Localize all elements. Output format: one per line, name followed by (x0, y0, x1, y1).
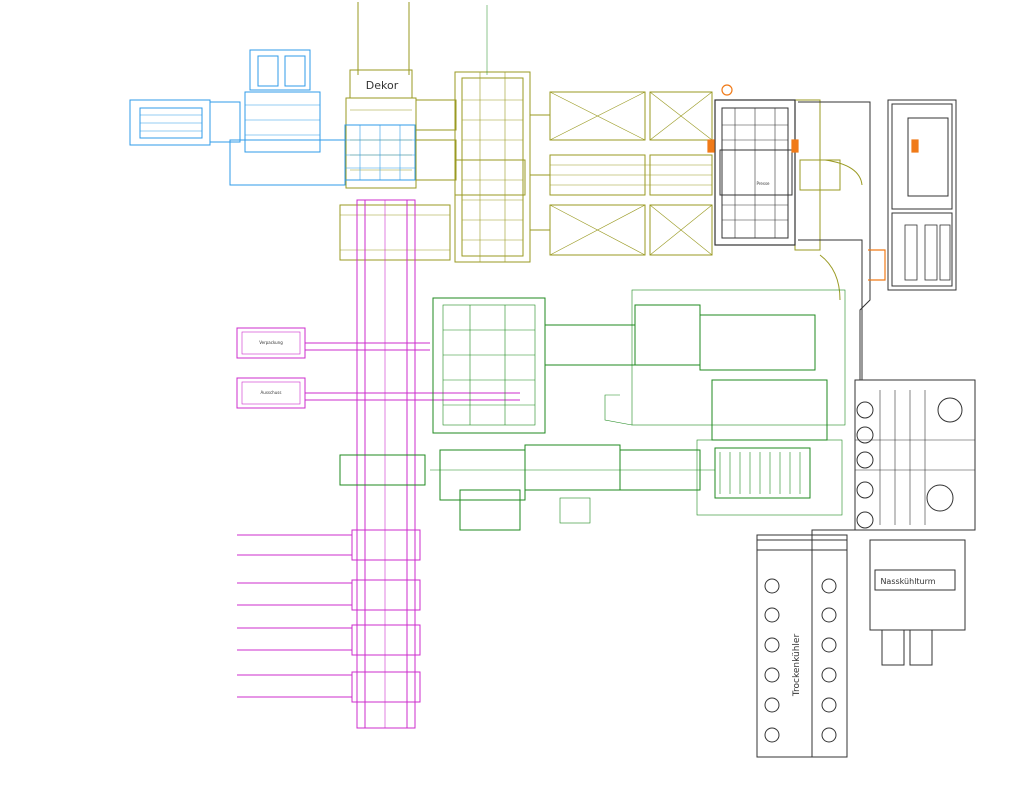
blue-intake-line (129, 49, 416, 186)
label-dekor: Dekor (366, 79, 399, 92)
olive-press-line (339, 2, 863, 301)
dark-press-and-cooling (714, 99, 976, 758)
orange-accents (707, 84, 919, 281)
label-ausschuss-2: Ausschuss (261, 390, 282, 395)
green-conveyor-line (339, 289, 846, 531)
label-verpackung-1: Verpackung (259, 340, 283, 345)
magenta-transfer-line (236, 199, 520, 729)
label-presse: Presse (757, 181, 771, 186)
label-nasskuehlturm: Nasskühlturm (880, 577, 935, 586)
label-trockenkuehler: Trockenkühler (792, 634, 802, 698)
